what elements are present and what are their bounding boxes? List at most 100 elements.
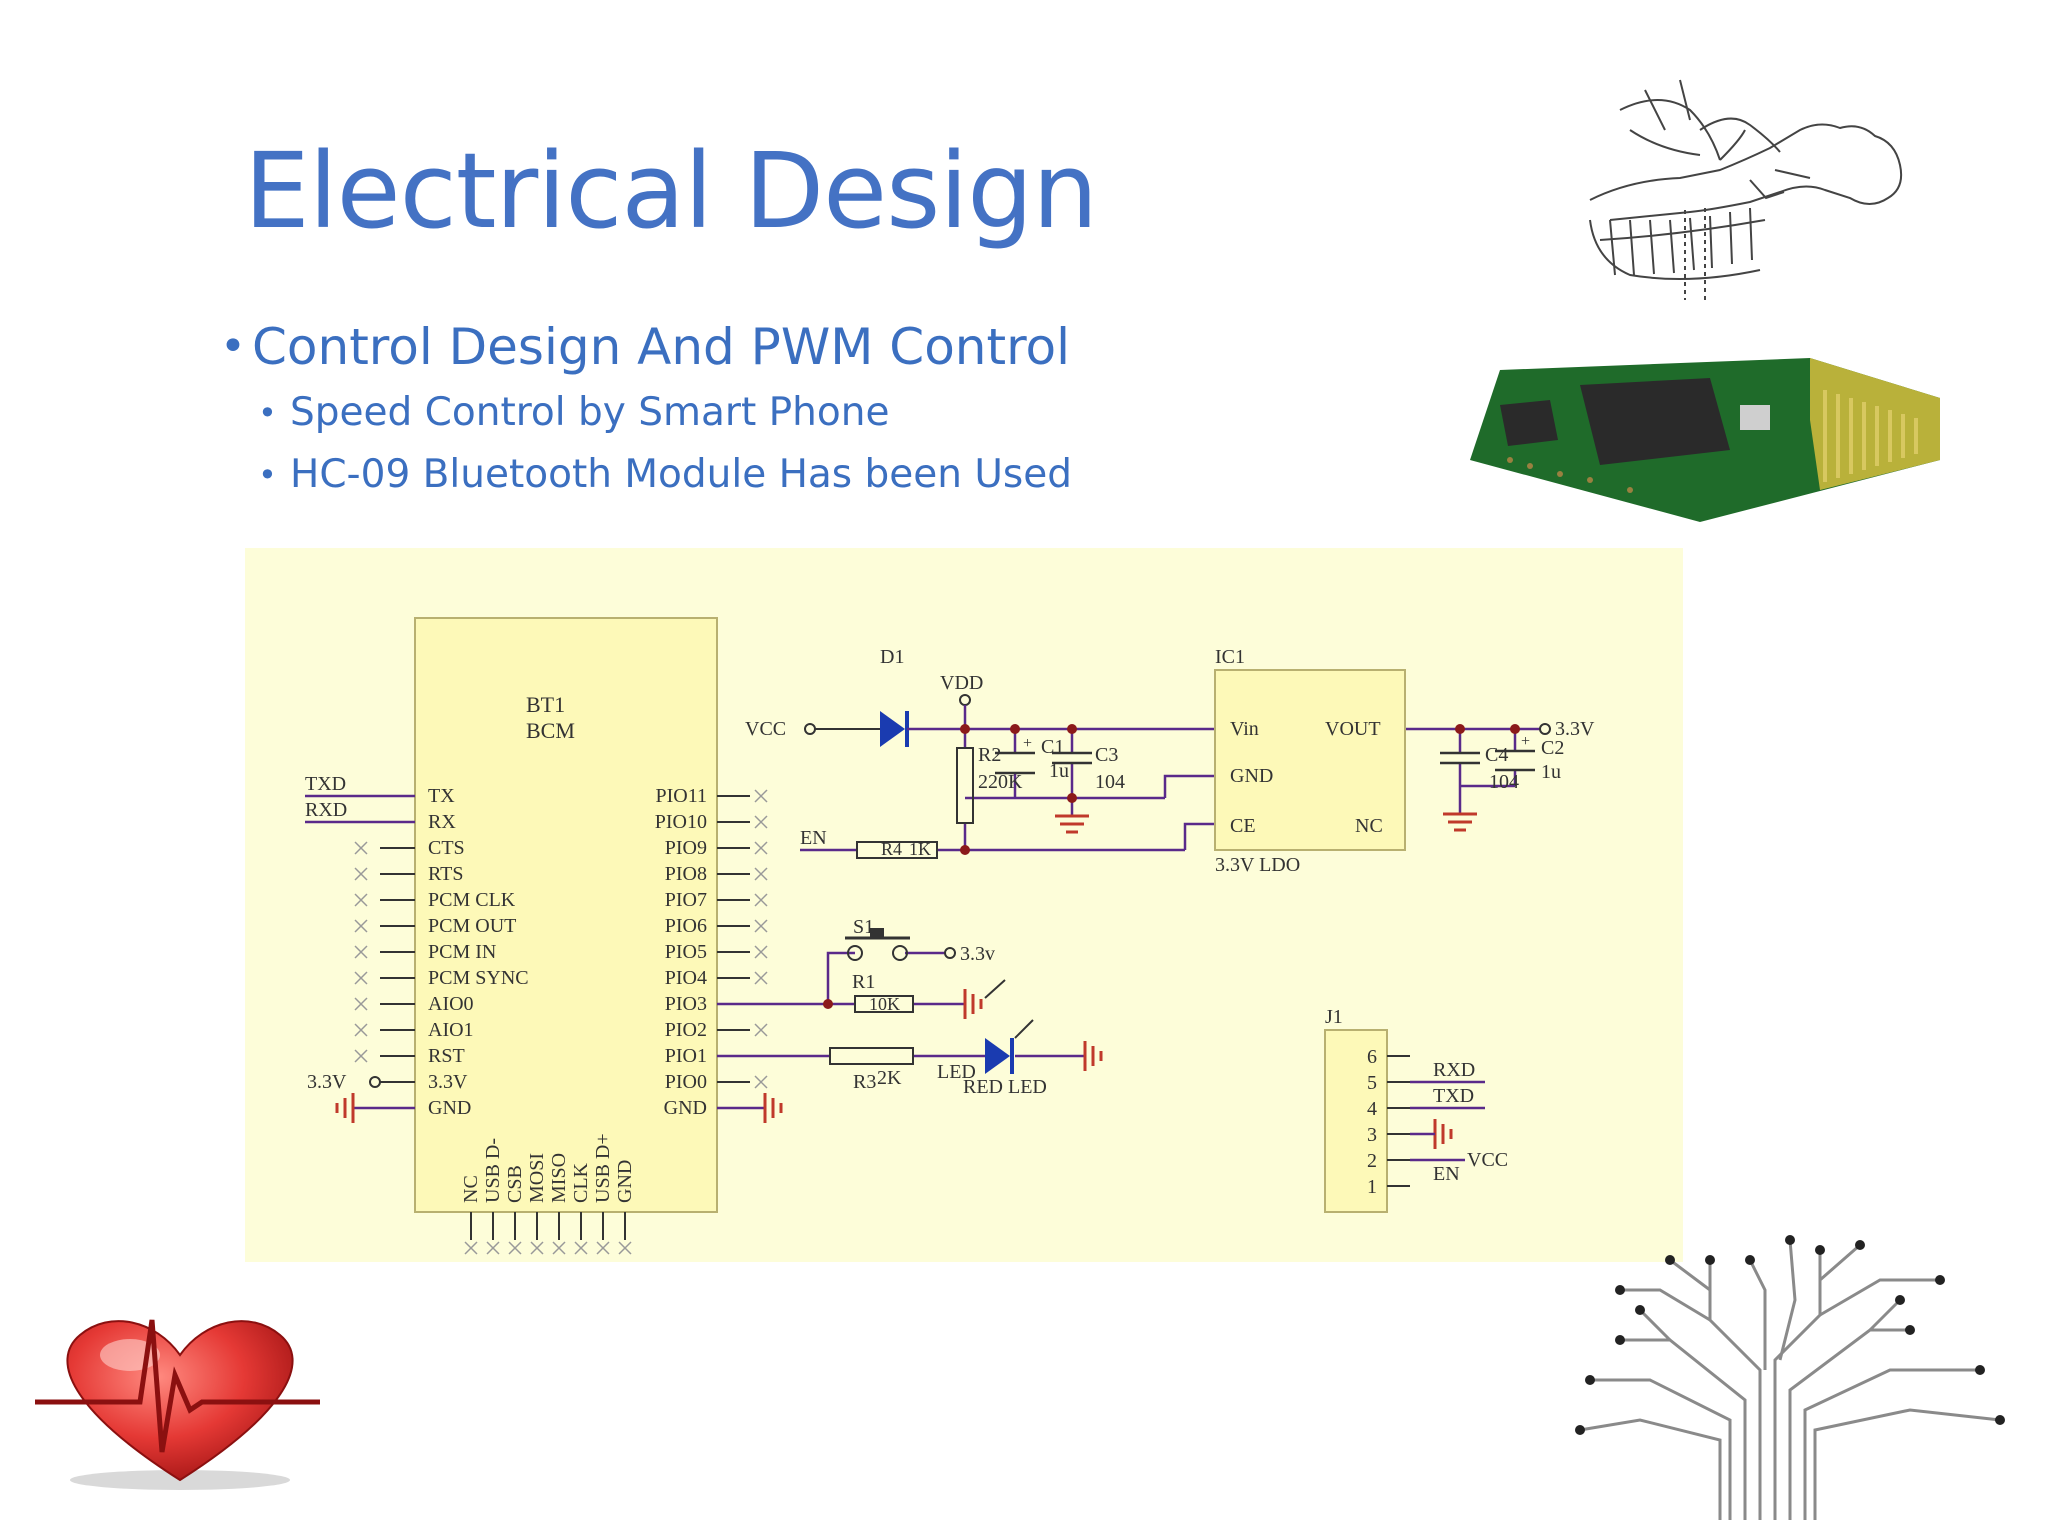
bt1-right-pin: PIO0 xyxy=(665,1071,707,1093)
j1-en-label: EN xyxy=(1433,1163,1460,1185)
bt1-left-pin: PCM SYNC xyxy=(428,967,529,989)
c3-ref: C3 xyxy=(1095,744,1118,766)
j1-pin-number: 3 xyxy=(1367,1124,1377,1146)
bt1-left-pin: TX xyxy=(428,785,455,807)
bt1-left-pin: AIO1 xyxy=(428,1019,474,1041)
bt1-left-pin: AIO0 xyxy=(428,993,474,1015)
c2-value: 1u xyxy=(1541,761,1561,783)
j1-pin-number: 5 xyxy=(1367,1072,1377,1094)
led-desc: RED LED xyxy=(963,1076,1047,1098)
bullet-hc09-module: HC-09 Bluetooth Module Has been Used xyxy=(220,444,1072,506)
j1-pin-number: 6 xyxy=(1367,1046,1377,1068)
bt1-right-pin: PIO7 xyxy=(665,889,707,911)
net-vcc-label: VCC xyxy=(745,718,786,740)
r1-resistor xyxy=(854,995,914,1013)
heart-ecg-icon xyxy=(35,1319,320,1490)
r1-ref: R1 xyxy=(852,971,875,993)
r3-ref: R3 xyxy=(853,1071,876,1093)
ic1-pin-gnd: GND xyxy=(1230,765,1273,787)
c4-value: 104 xyxy=(1489,771,1519,793)
s1-label: S1 xyxy=(853,916,874,938)
led-symbol xyxy=(985,1038,1010,1074)
c2-ref: C2 xyxy=(1541,737,1564,759)
j1-pin-number: 2 xyxy=(1367,1150,1377,1172)
cpr-illustration xyxy=(1589,79,1903,300)
c2-capacitor xyxy=(1495,749,1535,772)
c3-value: 104 xyxy=(1095,771,1125,793)
bt1-right-pin: PIO5 xyxy=(665,941,707,963)
d1-diode xyxy=(880,711,905,747)
ground-symbol-left xyxy=(335,1093,355,1123)
c3-capacitor xyxy=(1052,751,1092,765)
bt1-body xyxy=(414,617,718,1213)
r1-value: 10K xyxy=(869,994,900,1014)
c1-ref: C1 xyxy=(1041,736,1064,758)
slide-title: Electrical Design xyxy=(244,130,1098,252)
j1-rxd-label: RXD xyxy=(1433,1059,1475,1081)
bt1-right-pin: PIO3 xyxy=(665,993,707,1015)
j1-pin-number: 4 xyxy=(1367,1098,1377,1120)
bt1-bottom-pin: MISO xyxy=(548,1153,570,1203)
bt1-right-pin: PIO2 xyxy=(665,1019,707,1041)
ic1-pin-nc: NC xyxy=(1355,815,1383,837)
bullet-speed-control: Speed Control by Smart Phone xyxy=(220,382,1072,444)
svg-text:+: + xyxy=(1521,733,1530,750)
bt1-left-pin: 3.3V xyxy=(428,1071,468,1093)
j1-txd-label: TXD xyxy=(1433,1085,1474,1107)
net-en-label: EN xyxy=(800,827,827,849)
bt1-right-pin: PIO1 xyxy=(665,1045,707,1067)
bt1-bottom-pin: CLK xyxy=(570,1162,592,1203)
bullet-list: Control Design And PWM Control Speed Con… xyxy=(220,312,1072,506)
bt1-bottom-pin: MOSI xyxy=(526,1153,548,1203)
c1-value: 1u xyxy=(1049,760,1069,782)
c4-capacitor xyxy=(1440,751,1480,765)
bt1-ref: BT1 xyxy=(526,692,565,717)
hc09-module-image xyxy=(1470,358,1940,522)
bt1-right-pin: PIO11 xyxy=(656,785,707,807)
bt1-bottom-pin: USB D+ xyxy=(592,1133,614,1203)
j1-vcc-label: VCC xyxy=(1467,1149,1508,1171)
bt1-left-pin: PCM IN xyxy=(428,941,496,963)
bt1-left-pin: RX xyxy=(428,811,456,833)
bt1-right-pin: PIO6 xyxy=(665,915,707,937)
net-txd-label: TXD xyxy=(305,773,346,795)
bt1-left-pin: GND xyxy=(428,1097,471,1119)
r3-resistor xyxy=(829,1047,914,1065)
net-3v3-out-label: 3.3V xyxy=(1555,718,1595,740)
bt1-left-pin: RTS xyxy=(428,863,463,885)
bt1-left-pin: PCM OUT xyxy=(428,915,516,937)
j1-pin-number: 1 xyxy=(1367,1176,1377,1198)
r2-ref: R2 xyxy=(978,744,1001,766)
r4-value: 1K xyxy=(909,839,931,859)
ground-symbol-right xyxy=(763,1093,783,1123)
bt1-right-pin: PIO10 xyxy=(655,811,707,833)
bt1-right-pin: PIO9 xyxy=(665,837,707,859)
net-rxd-label: RXD xyxy=(305,799,347,821)
bt1-bottom-pin: USB D- xyxy=(482,1138,504,1203)
bt1-bottom-pin: CSB xyxy=(504,1165,526,1203)
ic1-label: 3.3V LDO xyxy=(1215,854,1300,876)
r4-resistor xyxy=(856,841,938,859)
r3-value: 2K xyxy=(877,1067,902,1089)
bt1-right-pin: PIO8 xyxy=(665,863,707,885)
j1-body xyxy=(1324,1029,1388,1213)
bt1-bottom-pin: NC xyxy=(460,1175,482,1203)
bt1-left-pin: PCM CLK xyxy=(428,889,516,911)
bt1-right-pin: GND xyxy=(664,1097,707,1119)
ic1-pin-ce: CE xyxy=(1230,815,1256,837)
r2-resistor xyxy=(956,747,974,824)
bt1-name: BCM xyxy=(526,718,575,743)
d1-ref: D1 xyxy=(880,646,904,668)
c4-ref: C4 xyxy=(1485,744,1508,766)
j1-ref: J1 xyxy=(1325,1006,1343,1028)
c1-capacitor xyxy=(995,751,1035,775)
ic1-ref: IC1 xyxy=(1215,646,1245,668)
led-ref: LED xyxy=(937,1061,976,1083)
net-3v3-switch-label: 3.3v xyxy=(960,943,995,965)
ic1-pin-vin: Vin xyxy=(1230,718,1259,740)
r4-ref: R4 xyxy=(881,839,902,859)
svg-text:+: + xyxy=(1023,735,1032,752)
bullet-control-design: Control Design And PWM Control xyxy=(220,312,1072,382)
ic1-pin-vout: VOUT xyxy=(1325,718,1381,740)
